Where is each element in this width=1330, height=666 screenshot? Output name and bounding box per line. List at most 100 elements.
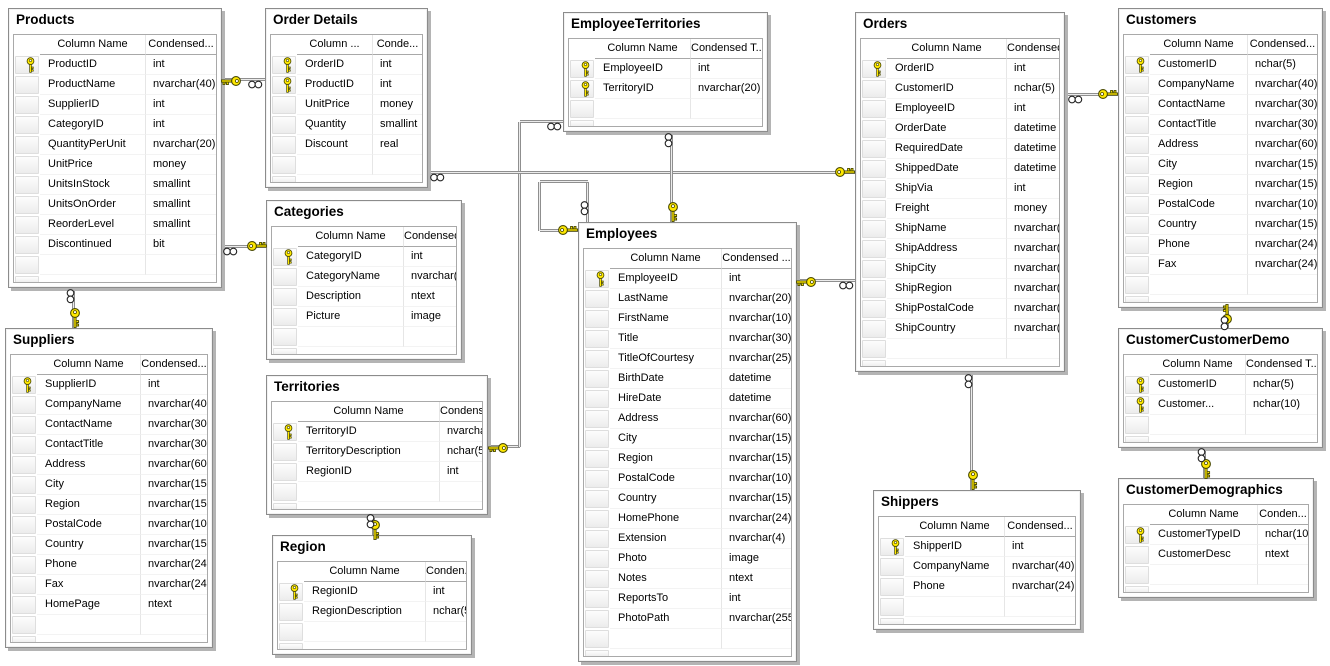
empty-row[interactable] xyxy=(272,482,482,502)
relationship-line-FK_Order_Details_Products[interactable] xyxy=(222,78,265,81)
column-row-Customer[interactable]: Customer...nchar(10) xyxy=(1124,395,1317,415)
table-title-orders[interactable]: Orders xyxy=(863,16,908,31)
empty-row[interactable] xyxy=(879,597,1075,617)
table-title-customer-customer-demo[interactable]: CustomerCustomerDemo xyxy=(1126,332,1290,347)
relationship-line-FK_EmployeeTerritories_Employees[interactable] xyxy=(670,132,673,222)
table-title-order-details[interactable]: Order Details xyxy=(273,12,358,27)
relationship-line-FK_Orders_Customers[interactable] xyxy=(1065,93,1118,96)
empty-row[interactable] xyxy=(861,339,1059,359)
relationship-line-FK_Order_Details_Orders[interactable] xyxy=(428,171,855,174)
empty-row[interactable] xyxy=(569,99,762,119)
relationship-line-FK_EmployeeTerritories_Territories[interactable] xyxy=(518,122,521,447)
relationship-line-FK_Employees_Employees[interactable] xyxy=(540,180,588,183)
relationship-line-FK_Orders_Shippers[interactable] xyxy=(970,372,973,490)
relationship-line-FK_Employees_Employees[interactable] xyxy=(538,182,541,231)
empty-row[interactable] xyxy=(1124,565,1308,585)
table-title-customer-demographics[interactable]: CustomerDemographics xyxy=(1126,482,1283,497)
empty-row[interactable] xyxy=(278,622,466,642)
table-title-region[interactable]: Region xyxy=(280,539,326,554)
relationship-line-FK_Products_Suppliers[interactable] xyxy=(72,288,75,328)
empty-row[interactable] xyxy=(272,327,456,347)
empty-row[interactable] xyxy=(11,615,207,635)
relationship-line-FK_EmployeeTerritories_Territories[interactable] xyxy=(520,120,563,123)
empty-row[interactable] xyxy=(1124,415,1317,435)
table-title-employee-territories[interactable]: EmployeeTerritories xyxy=(571,16,701,31)
relationship-line-FK_Orders_Employees[interactable] xyxy=(797,279,855,282)
table-title-products[interactable]: Products xyxy=(16,12,75,27)
table-title-suppliers[interactable]: Suppliers xyxy=(13,332,75,347)
